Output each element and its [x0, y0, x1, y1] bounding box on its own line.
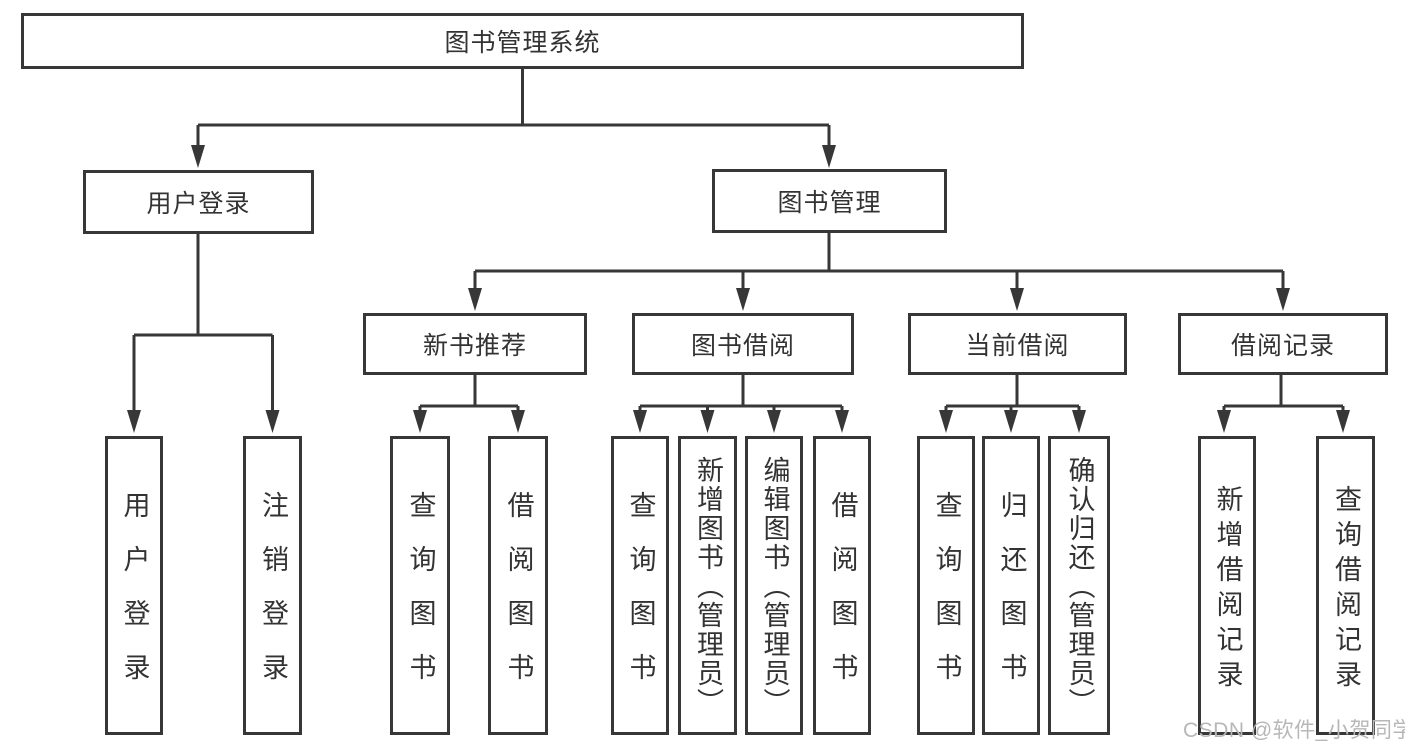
node-library-system: 图书管理系统 [21, 13, 1024, 69]
node-current-borrowing: 当前借阅 [908, 313, 1127, 375]
node-new-book-recommend: 新书推荐 [363, 313, 587, 375]
connector-borrow-record-to-leaves [1217, 375, 1350, 433]
leaf-return-books-label: 归还图书 [996, 491, 1027, 707]
leaf-query-books-borrowing-label: 查询图书 [625, 491, 656, 707]
connector-new-book-rec-to-leaves [413, 375, 525, 433]
leaf-edit-books-admin-label: 编辑图书（管理员） [759, 456, 790, 717]
connector-book-borrow-to-leaves [633, 375, 849, 433]
leaf-edit-books-admin: 编辑图书（管理员） [745, 436, 803, 735]
leaf-query-books-current: 查询图书 [917, 436, 975, 735]
node-book-management: 图书管理 [712, 169, 947, 233]
leaf-logout-label: 注销登录 [258, 491, 288, 707]
leaf-query-books-recommend-label: 查询图书 [405, 491, 436, 707]
leaf-query-books-current-label: 查询图书 [931, 491, 962, 707]
connector-book-mgmt-to-level3 [468, 233, 1290, 311]
leaf-user-login: 用户登录 [105, 436, 163, 735]
leaf-confirm-return-admin-label: 确认归还（管理员） [1064, 456, 1095, 717]
leaf-query-books-recommend: 查询图书 [390, 436, 450, 735]
leaf-add-borrow-record-label: 新增借阅记录 [1212, 484, 1243, 695]
leaf-add-borrow-record: 新增借阅记录 [1198, 436, 1256, 735]
leaf-query-books-borrowing: 查询图书 [611, 436, 669, 735]
node-book-borrowing: 图书借阅 [632, 313, 854, 375]
connector-root-to-level2 [191, 69, 836, 168]
leaf-borrow-books-recommend-label: 借阅图书 [503, 491, 534, 707]
leaf-borrow-books-recommend: 借阅图书 [488, 436, 548, 735]
leaf-query-borrow-record-label: 查询借阅记录 [1331, 484, 1361, 695]
leaf-query-borrow-record: 查询借阅记录 [1316, 436, 1375, 735]
leaf-confirm-return-admin: 确认归还（管理员） [1048, 436, 1110, 735]
node-user-login: 用户登录 [83, 170, 314, 234]
leaf-logout: 注销登录 [243, 436, 302, 735]
leaf-add-books-admin-label: 新增图书（管理员） [693, 456, 723, 717]
leaf-borrow-books-borrowing-label: 借阅图书 [827, 491, 858, 707]
leaf-user-login-label: 用户登录 [119, 491, 150, 707]
csdn-watermark: CSDN @软件_小贺同学 [1183, 719, 1405, 742]
leaf-borrow-books-borrowing: 借阅图书 [813, 436, 871, 735]
leaf-add-books-admin: 新增图书（管理员） [678, 436, 737, 735]
connector-current-borrow-to-leaves [939, 375, 1086, 433]
node-borrowing-records: 借阅记录 [1178, 313, 1388, 375]
leaf-return-books: 归还图书 [982, 436, 1040, 735]
connector-user-login-to-leaves [127, 234, 280, 433]
